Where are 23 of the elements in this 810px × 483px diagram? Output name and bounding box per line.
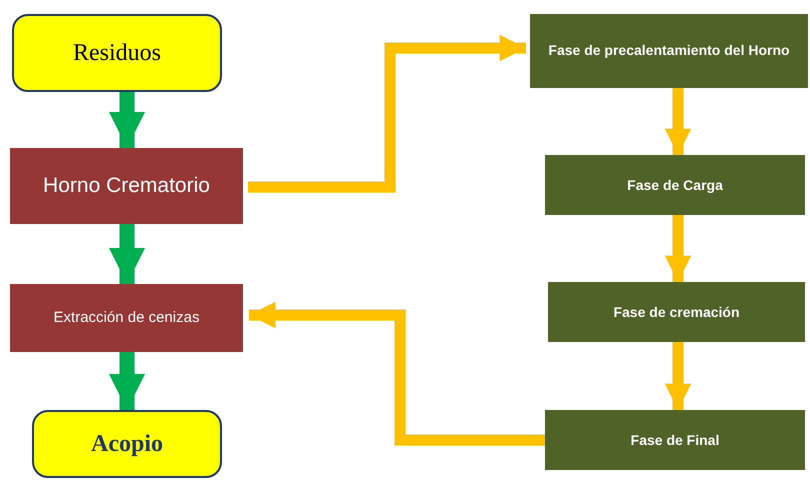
arrow xyxy=(109,92,145,148)
arrow xyxy=(109,352,145,410)
arrow xyxy=(109,224,145,284)
node-label: Horno Crematorio xyxy=(43,172,210,199)
start-box xyxy=(12,14,222,92)
phase-box xyxy=(548,282,805,342)
arrow xyxy=(249,302,545,446)
process-box xyxy=(10,148,243,224)
phase-box xyxy=(545,155,805,215)
arrow xyxy=(664,88,692,155)
node-label: Fase de Carga xyxy=(627,176,723,195)
node-label: Residuos xyxy=(72,39,161,68)
node-label: Acopio xyxy=(91,430,163,459)
node-label: Fase de cremación xyxy=(613,302,740,322)
node-label: Extracción de cenizas xyxy=(54,308,200,328)
node-label: Fase de precalentamiento del Horno xyxy=(548,41,790,60)
phase-box xyxy=(530,14,808,88)
end-box xyxy=(32,410,222,478)
node-label: Fase de Final xyxy=(630,430,720,450)
arrow xyxy=(664,215,692,282)
arrow xyxy=(248,34,526,192)
phase-box xyxy=(545,410,805,470)
process-box xyxy=(10,284,243,352)
